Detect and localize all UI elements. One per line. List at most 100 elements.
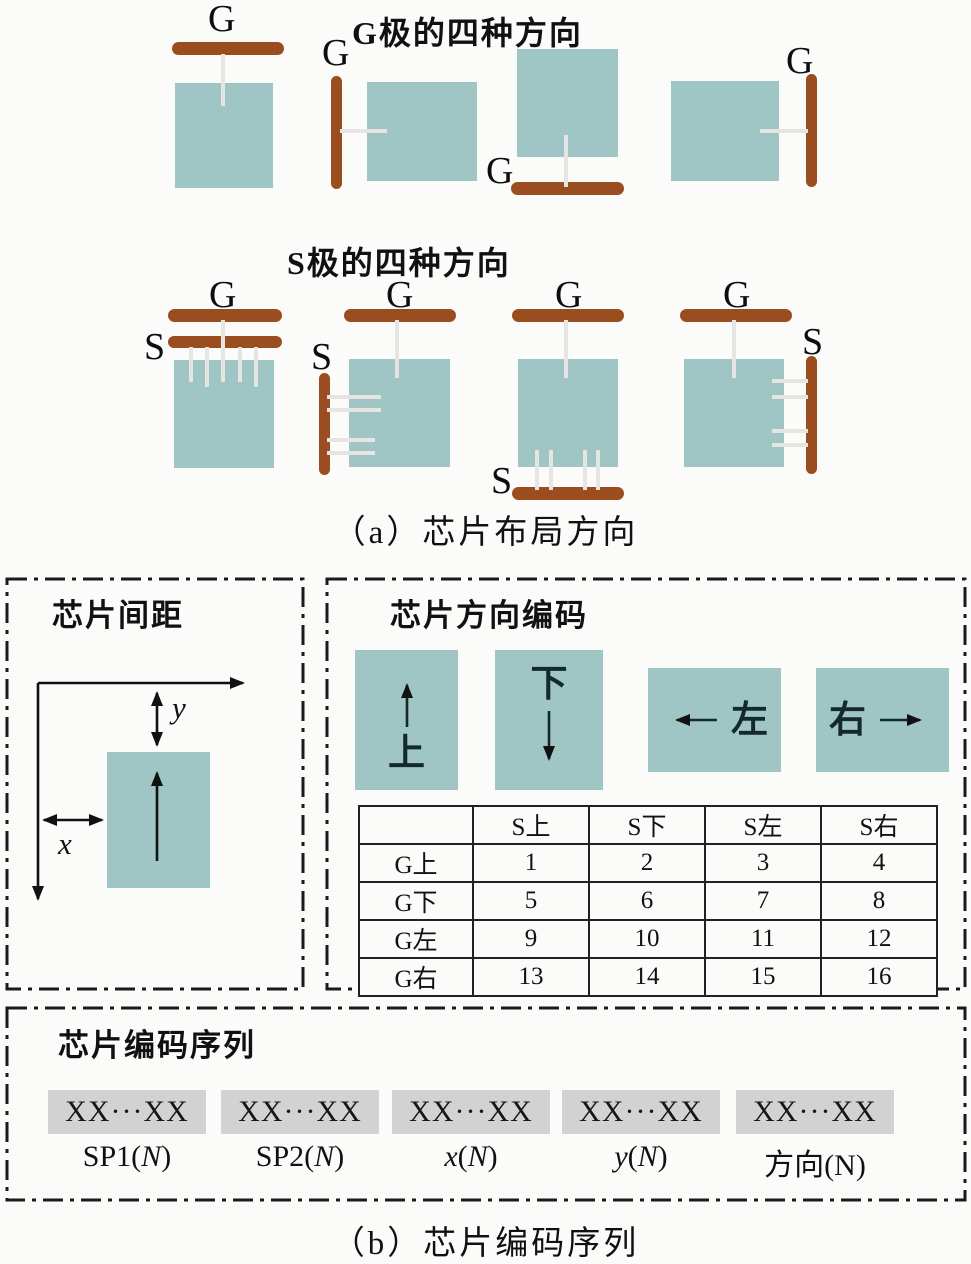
bond-wire bbox=[772, 429, 808, 433]
direction-box-border bbox=[325, 577, 967, 991]
g-electrode-bar bbox=[344, 309, 456, 322]
table-cell: 8 bbox=[820, 881, 938, 921]
direction-square-down: 下 bbox=[495, 650, 603, 790]
table-row: G上 1 2 3 4 bbox=[358, 843, 938, 883]
bond-wire bbox=[254, 347, 258, 387]
bond-wire bbox=[772, 379, 808, 383]
bond-wire bbox=[238, 347, 242, 382]
table-cell: 7 bbox=[704, 881, 822, 921]
code-block-label: 方向(N) bbox=[726, 1140, 904, 1184]
g-electrode-bar bbox=[511, 182, 624, 195]
table-cell: 12 bbox=[820, 919, 938, 959]
bond-wire bbox=[549, 450, 553, 490]
s-pole-label: S bbox=[491, 460, 513, 502]
label-open: ( bbox=[457, 1140, 468, 1173]
s-section-title: S极的四种方向 bbox=[287, 245, 511, 281]
spacing-box-border bbox=[5, 577, 305, 991]
chip bbox=[349, 359, 450, 467]
g-pole-label: G bbox=[555, 274, 583, 316]
g-section-title: G极的四种方向 bbox=[352, 15, 583, 51]
bond-wire bbox=[535, 450, 539, 490]
direction-char-up: 上 bbox=[388, 732, 425, 774]
s-pole-label: S bbox=[144, 326, 166, 368]
table-cell: 2 bbox=[588, 843, 706, 883]
g-electrode-bar bbox=[168, 309, 282, 322]
table-cell: 14 bbox=[588, 957, 706, 997]
table-header-row: S上 S下 S左 S右 bbox=[358, 805, 938, 845]
direction-code-table: S上 S下 S左 S右 G上 1 2 3 4 G下 5 6 7 8 G左 9 bbox=[358, 805, 938, 997]
panel-a-caption: （a）芯片布局方向 bbox=[332, 515, 639, 551]
s-pole-label: S bbox=[802, 321, 824, 363]
bond-wire bbox=[732, 320, 736, 378]
up-arrow-icon bbox=[400, 682, 413, 727]
label-n: N bbox=[141, 1140, 162, 1173]
bond-wire bbox=[395, 320, 399, 378]
bond-wire bbox=[772, 395, 808, 399]
label-name: 方向 bbox=[764, 1149, 825, 1182]
code-block-label: SP2(N) bbox=[211, 1140, 389, 1174]
g-electrode-bar bbox=[331, 76, 342, 189]
chip bbox=[518, 359, 618, 467]
bond-wire bbox=[205, 347, 209, 387]
label-open: ( bbox=[131, 1140, 142, 1173]
label-close: ) bbox=[161, 1140, 172, 1173]
y-axis-label: y bbox=[172, 690, 186, 725]
g-electrode-bar bbox=[172, 42, 284, 55]
code-block: XX···XX bbox=[221, 1090, 379, 1134]
bond-wire bbox=[772, 443, 808, 447]
direction-square-up: 上 bbox=[355, 650, 458, 790]
bond-wire bbox=[583, 450, 587, 490]
label-close: ) bbox=[487, 1140, 498, 1173]
x-axis-label: x bbox=[58, 826, 72, 861]
table-row: G左 9 10 11 12 bbox=[358, 919, 938, 959]
label-n: N bbox=[834, 1149, 856, 1182]
code-block: XX···XX bbox=[736, 1090, 894, 1134]
col-header: S上 bbox=[472, 805, 590, 845]
col-header: S左 bbox=[704, 805, 822, 845]
bond-wire bbox=[327, 438, 375, 442]
code-block-label: y(N) bbox=[552, 1140, 730, 1174]
s-electrode-bar bbox=[512, 487, 624, 500]
label-open: ( bbox=[627, 1140, 638, 1173]
col-header: S下 bbox=[588, 805, 706, 845]
table-cell: 4 bbox=[820, 843, 938, 883]
table-cell: 10 bbox=[588, 919, 706, 959]
bond-wire bbox=[760, 129, 808, 133]
bond-wire bbox=[564, 320, 568, 378]
g-pole-label: G bbox=[209, 274, 237, 316]
code-block-label: SP1(N) bbox=[38, 1140, 216, 1174]
table-row: G下 5 6 7 8 bbox=[358, 881, 938, 921]
table-cell: 3 bbox=[704, 843, 822, 883]
sequence-box-title: 芯片编码序列 bbox=[58, 1028, 256, 1063]
s-electrode-bar bbox=[319, 373, 330, 475]
row-header: G右 bbox=[358, 957, 474, 997]
direction-char-down: 下 bbox=[530, 663, 568, 705]
label-name: x bbox=[444, 1140, 458, 1173]
bond-wire bbox=[327, 451, 375, 455]
s-electrode-bar bbox=[806, 356, 817, 474]
label-open: ( bbox=[824, 1149, 835, 1182]
g-electrode-bar bbox=[680, 309, 792, 322]
bond-wire bbox=[189, 347, 193, 382]
spacing-box-title: 芯片间距 bbox=[52, 598, 184, 633]
code-block: XX···XX bbox=[392, 1090, 550, 1134]
table-cell: 11 bbox=[704, 919, 822, 959]
table-corner-cell bbox=[358, 805, 474, 845]
code-block-label: x(N) bbox=[382, 1140, 560, 1174]
chip bbox=[107, 752, 210, 888]
bond-wire bbox=[564, 135, 568, 187]
direction-char-left: 左 bbox=[731, 699, 768, 741]
table-cell: 16 bbox=[820, 957, 938, 997]
bond-wire bbox=[327, 408, 381, 412]
s-pole-label: S bbox=[311, 336, 333, 378]
g-electrode-bar bbox=[806, 74, 817, 187]
label-n: N bbox=[637, 1140, 658, 1173]
g-pole-label: G bbox=[386, 274, 414, 316]
label-name: y bbox=[614, 1140, 628, 1173]
table-cell: 15 bbox=[704, 957, 822, 997]
g-pole-label: G bbox=[322, 32, 350, 74]
table-cell: 13 bbox=[472, 957, 590, 997]
bond-wire bbox=[327, 395, 381, 399]
direction-char-right: 右 bbox=[829, 699, 866, 741]
